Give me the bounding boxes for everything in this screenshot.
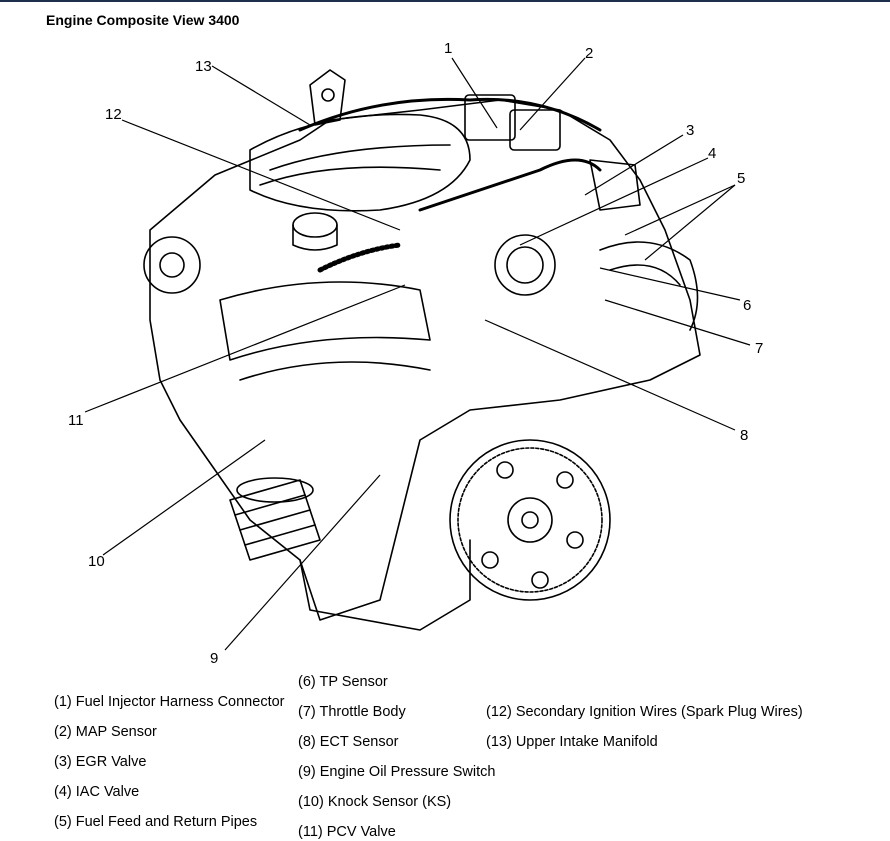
leader-13 bbox=[211, 65, 311, 126]
oil-pan bbox=[299, 539, 471, 631]
leader-8 bbox=[484, 319, 736, 431]
fuel-pipes bbox=[599, 241, 699, 331]
legend-item: (4) IAC Valve bbox=[54, 784, 140, 800]
legend-item: (11) PCV Valve bbox=[298, 824, 396, 840]
leader-2 bbox=[519, 57, 586, 131]
legend-item: (7) Throttle Body bbox=[298, 704, 406, 720]
upper-intake-manifold bbox=[249, 113, 471, 212]
leader-6 bbox=[599, 267, 741, 301]
legend-item: (10) Knock Sensor (KS) bbox=[298, 794, 452, 810]
flywheel bbox=[449, 439, 611, 601]
callout-1: 1 bbox=[444, 40, 453, 57]
oil-filler-cap bbox=[292, 212, 338, 238]
legend-item: (13) Upper Intake Manifold bbox=[486, 734, 658, 750]
callout-8: 8 bbox=[740, 427, 749, 444]
callout-3: 3 bbox=[686, 122, 695, 139]
spark-plug-wires bbox=[317, 242, 403, 273]
oil-filter bbox=[229, 479, 321, 561]
callout-5: 5 bbox=[737, 170, 746, 187]
engine-block-outline bbox=[149, 99, 701, 621]
callout-10: 10 bbox=[88, 553, 105, 570]
diagram-title: Engine Composite View 3400 bbox=[46, 12, 240, 28]
callout-12: 12 bbox=[105, 106, 122, 123]
wiring-harness bbox=[298, 97, 602, 132]
leader-5b bbox=[644, 184, 736, 261]
callout-6: 6 bbox=[743, 297, 752, 314]
top-border bbox=[0, 0, 890, 2]
callout-2: 2 bbox=[585, 45, 594, 62]
leader-4 bbox=[519, 157, 709, 246]
legend-item: (2) MAP Sensor bbox=[54, 724, 157, 740]
leader-1 bbox=[451, 57, 498, 129]
leader-10 bbox=[102, 439, 266, 556]
callout-11: 11 bbox=[68, 412, 84, 429]
legend-item: (6) TP Sensor bbox=[298, 674, 388, 690]
map-sensor bbox=[509, 109, 561, 151]
leader-12 bbox=[121, 119, 401, 231]
callout-9: 9 bbox=[210, 650, 219, 667]
legend-item: (12) Secondary Ignition Wires (Spark Plu… bbox=[486, 704, 803, 720]
callout-7: 7 bbox=[755, 340, 764, 357]
leader-3 bbox=[584, 134, 684, 196]
harness-connector bbox=[464, 94, 516, 141]
leader-11 bbox=[84, 284, 406, 413]
legend-item: (9) Engine Oil Pressure Switch bbox=[298, 764, 496, 780]
leader-5a bbox=[624, 184, 736, 236]
callout-4: 4 bbox=[708, 145, 717, 162]
pulley bbox=[143, 236, 201, 294]
leader-7 bbox=[604, 299, 751, 346]
legend-item: (8) ECT Sensor bbox=[298, 734, 399, 750]
legend-item: (1) Fuel Injector Harness Connector bbox=[54, 694, 285, 710]
leader-9 bbox=[224, 474, 381, 651]
throttle-body bbox=[494, 234, 556, 296]
egr-valve bbox=[589, 159, 641, 211]
legend-item: (3) EGR Valve bbox=[54, 754, 147, 770]
callout-13: 13 bbox=[195, 58, 212, 75]
lift-bracket bbox=[309, 69, 346, 126]
legend-item: (5) Fuel Feed and Return Pipes bbox=[54, 814, 258, 830]
